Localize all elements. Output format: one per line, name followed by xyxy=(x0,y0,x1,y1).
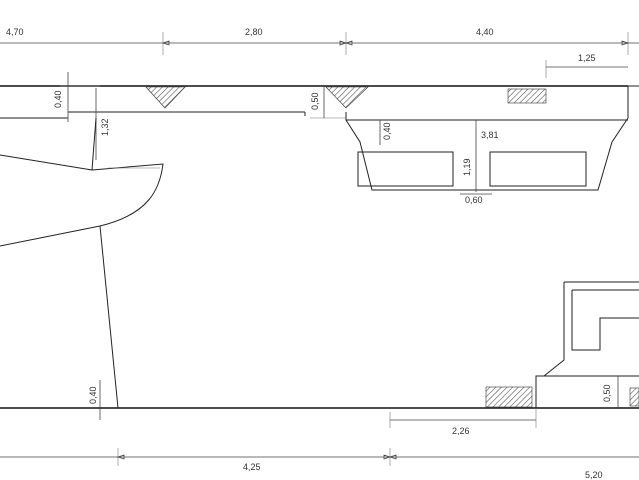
bottom-left-dim: 0,40 xyxy=(88,380,101,420)
niche-block: 0,40 3,81 1,19 0,60 xyxy=(345,112,629,205)
dim-top-280: 2,80 xyxy=(245,27,263,37)
dim-top-125: 1,25 xyxy=(578,53,596,63)
dim-right-050: 0,50 xyxy=(602,384,612,402)
dim-niche-119: 1,19 xyxy=(462,158,472,176)
dimension-125: 1,25 xyxy=(545,53,628,78)
dim-bottom-520: 5,20 xyxy=(585,470,603,480)
dim-bottom-040: 0,40 xyxy=(88,386,98,404)
top-dimension-chain: 4,70 2,80 4,40 xyxy=(0,27,639,55)
dim-niche-040: 0,40 xyxy=(382,122,392,140)
mid-vertical-dim: 0,50 xyxy=(310,86,346,119)
dim-niche-060: 0,60 xyxy=(465,195,483,205)
dim-bottom-425: 4,25 xyxy=(243,462,261,472)
top-wall-hatches xyxy=(145,86,547,109)
bottom-dimension-chain: 4,25 5,20 xyxy=(0,448,639,480)
left-curved-element xyxy=(0,117,164,409)
dim-top-470: 4,70 xyxy=(6,27,24,37)
dim-bottom-226: 2,26 xyxy=(452,426,470,436)
dim-mid-050: 0,50 xyxy=(310,92,320,110)
stepped-element: 0,50 xyxy=(485,281,639,408)
bottom-226-dim: 2,26 xyxy=(389,408,537,436)
outer-walls xyxy=(0,85,639,409)
dim-niche-381: 3,81 xyxy=(481,130,499,140)
dim-left-132: 1,32 xyxy=(100,118,110,136)
left-vertical-dims: 0,40 1,32 xyxy=(53,72,110,160)
dim-left-040: 0,40 xyxy=(53,90,63,108)
dim-top-440: 4,40 xyxy=(476,27,494,37)
